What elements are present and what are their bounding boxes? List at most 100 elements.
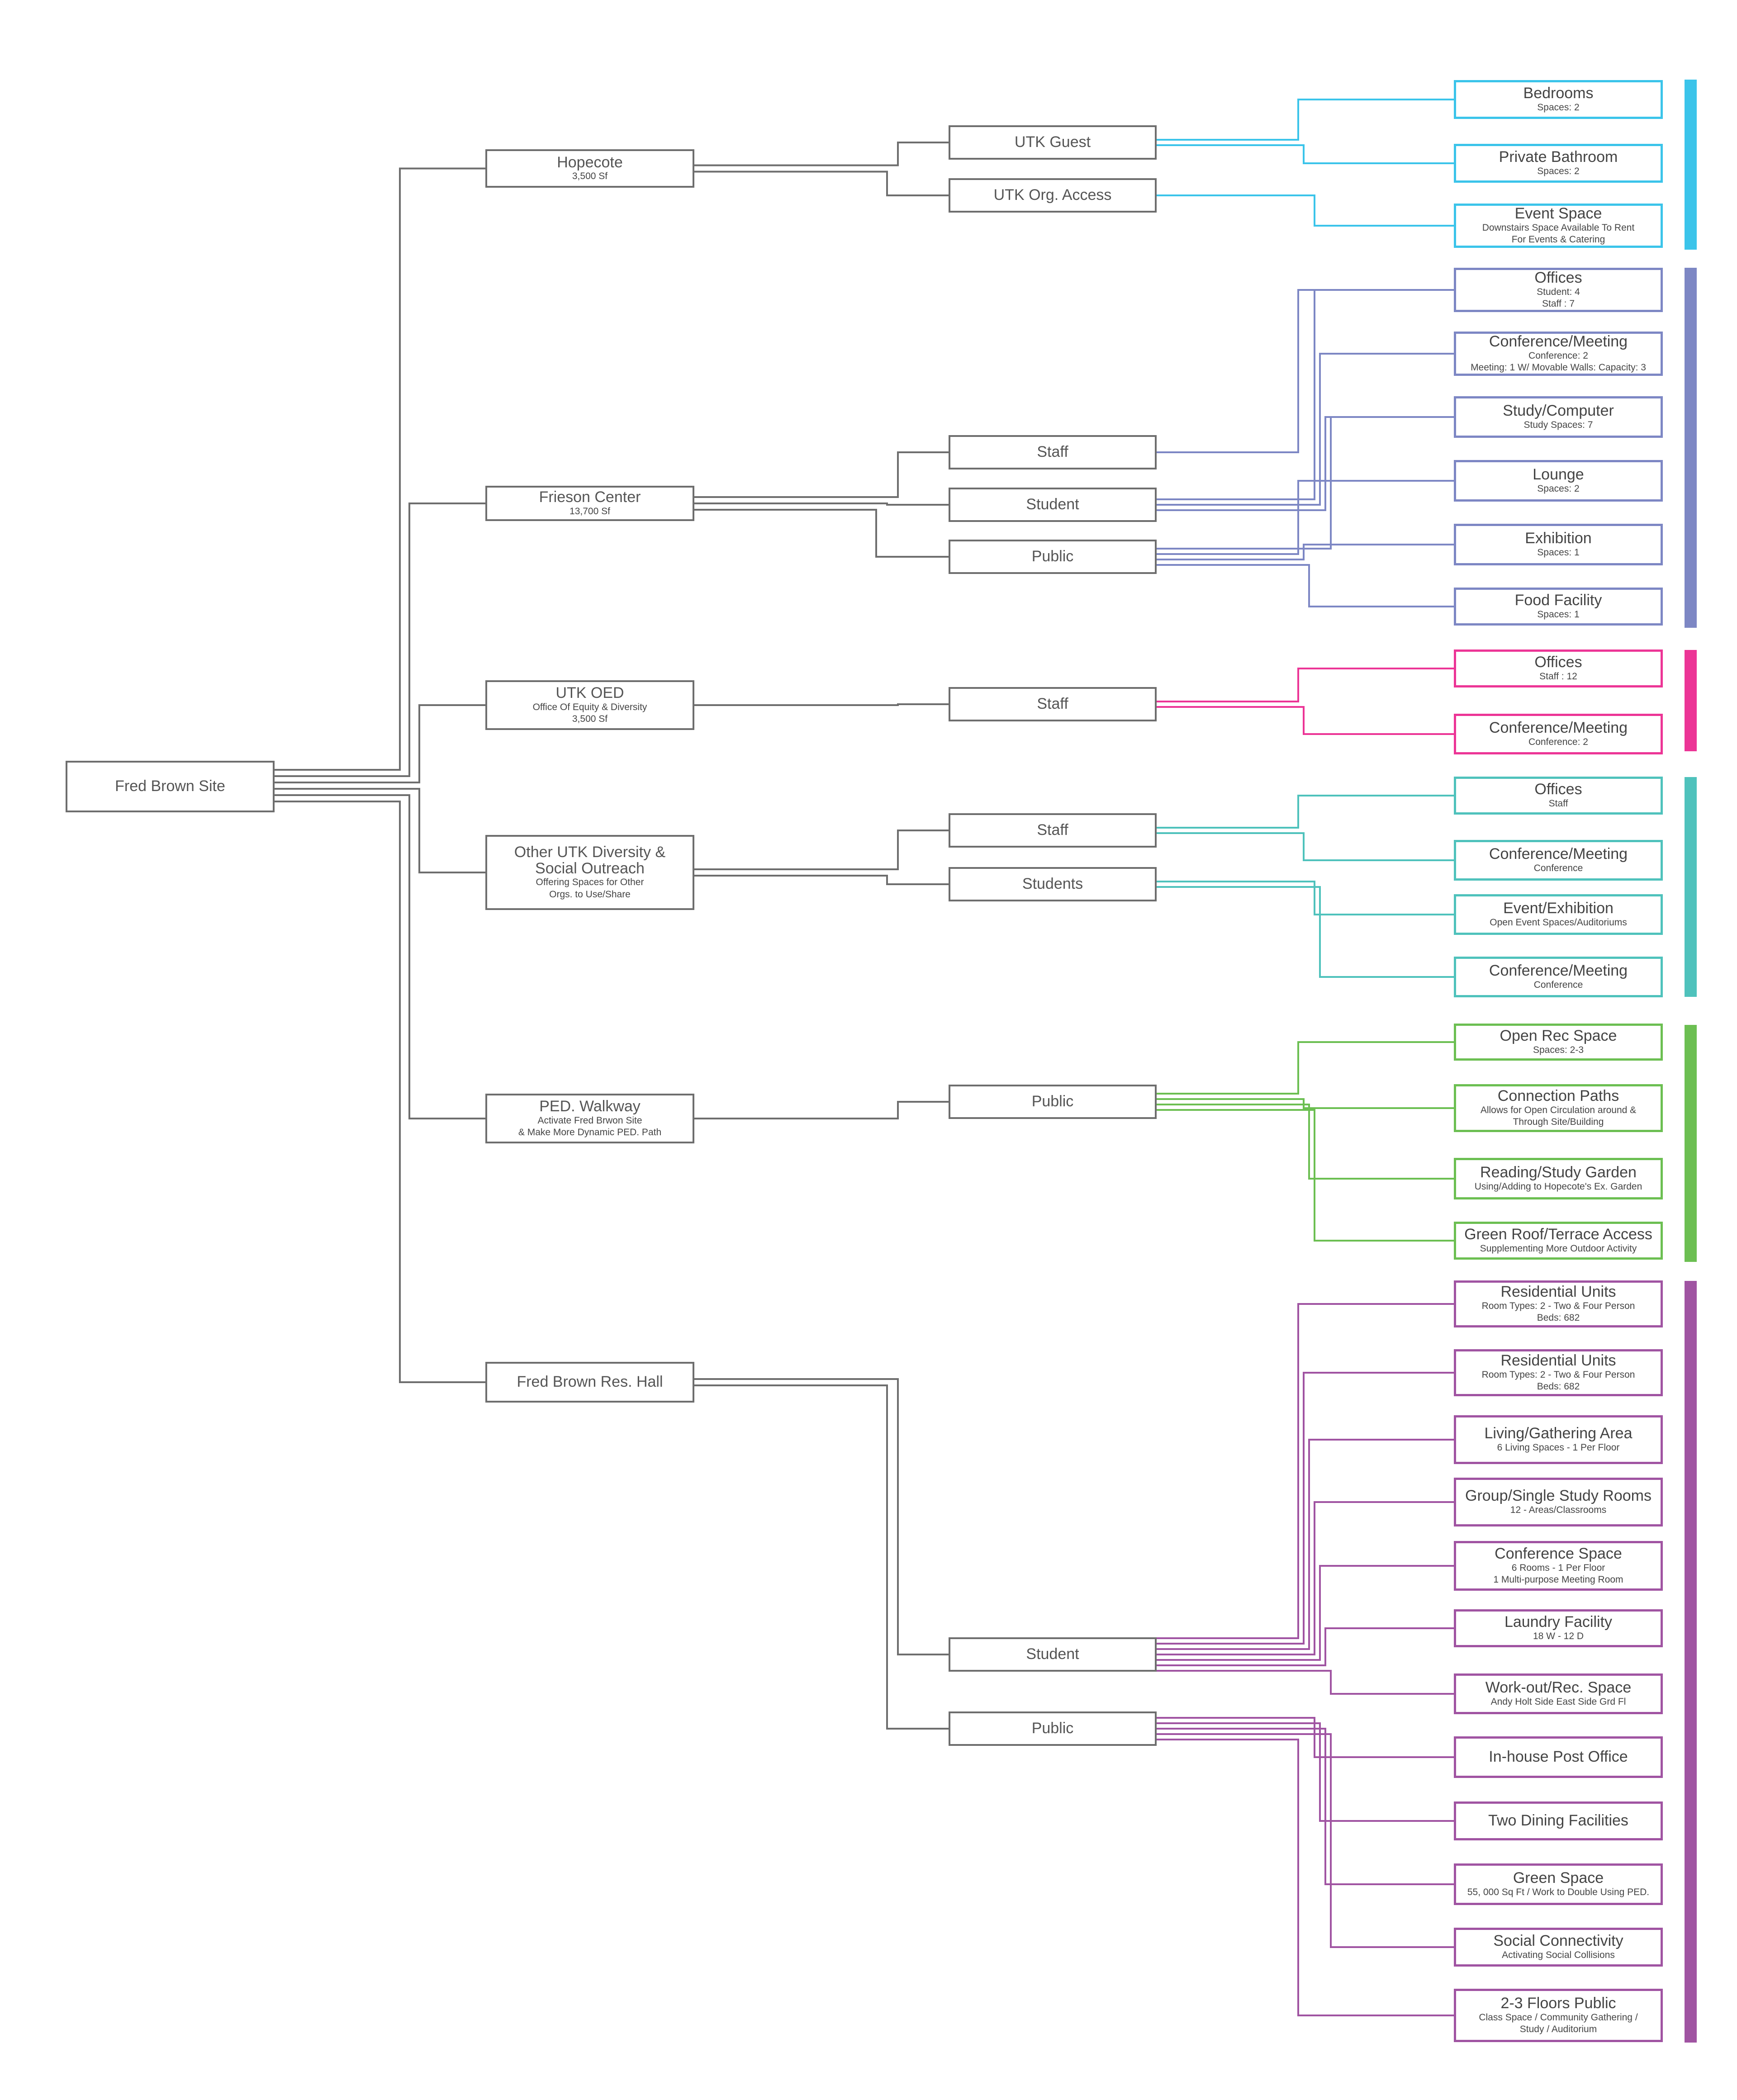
connector-leaf-reshall-1-7 [1157,1717,1454,1758]
node-title: Public [1031,1720,1074,1737]
node-title: Private Bathroom [1499,148,1618,166]
connector-leaf-reshall-0-0 [1157,1303,1454,1639]
connector-leaf-hopecote-0-1 [1157,144,1454,164]
connector-leaf-walkway-0-2 [1157,1104,1454,1180]
node-subtitle: Staff [1548,798,1568,809]
group-node-walkway-public: Public [949,1085,1157,1119]
node-subtitle: Spaces: 2 [1537,483,1580,494]
node-title: Living/Gathering Area [1484,1425,1633,1442]
node-title: Laundry Facility [1504,1613,1613,1631]
connector-leaf-reshall-0-2 [1157,1439,1454,1650]
node-title: Lounge [1533,466,1584,484]
node-subtitle: Office Of Equity & Diversity [532,702,647,712]
node-title: Staff [1037,821,1068,839]
node-title: 2-3 Floors Public [1500,1994,1616,2012]
group-node-outreach-staff: Staff [949,813,1157,848]
node-subtitle: Staff : 7 [1542,298,1575,309]
node-title: Green Roof/Terrace Access [1464,1226,1652,1243]
group-node-reshall-public: Public [949,1711,1157,1746]
connector-leaf-reshall-0-1 [1157,1372,1454,1645]
node-title: Group/Single Study Rooms [1465,1487,1652,1505]
connector-group-frieson-0 [694,451,949,498]
connector-leaf-reshall-1-8 [1157,1722,1454,1822]
node-title: Event Space [1514,204,1602,222]
node-subtitle: 3,500 Sf [572,713,608,724]
node-title: Residential Units [1500,1351,1616,1369]
node-subtitle: Spaces: 2-3 [1533,1044,1584,1055]
color-bar-outreach [1685,777,1697,997]
node-title: Conference/Meeting [1489,962,1628,980]
node-title: Offices [1534,781,1582,798]
node-title: UTK Guest [1014,133,1091,151]
node-subtitle: Study Spaces: 7 [1523,419,1593,430]
color-bar-walkway [1685,1025,1697,1262]
node-subtitle: Orgs. to Use/Share [549,889,631,900]
color-bar-reshall [1685,1281,1697,2043]
node-subtitle: Beds: 682 [1537,1381,1580,1392]
node-title: Social Connectivity [1493,1932,1623,1950]
node-subtitle: Activate Fred Brwon Site [537,1115,642,1126]
node-title: Offices [1534,654,1582,671]
node-subtitle: Spaces: 2 [1537,166,1580,176]
node-subtitle: Spaces: 2 [1537,102,1580,113]
node-title: Two Dining Facilities [1488,1812,1628,1830]
node-title: Study/Computer [1503,402,1614,420]
group-node-reshall-student: Student [949,1637,1157,1672]
node-title: Public [1031,548,1074,565]
node-title: Food Facility [1514,592,1602,609]
node-title: Conference/Meeting [1489,845,1628,863]
node-title: UTK OED [555,684,624,702]
connector-leaf-reshall-0-6 [1157,1670,1454,1695]
connector-leaf-frieson-1-1 [1157,353,1454,506]
connector-leaf-frieson-2-3 [1157,480,1454,555]
node-subtitle: Spaces: 1 [1537,547,1580,558]
connector-leaf-walkway-0-0 [1157,1041,1454,1095]
node-subtitle: Staff : 12 [1539,671,1577,682]
node-title: Fred Brown Site [115,777,225,795]
leaf-node-reshall-8: Two Dining Facilities [1454,1801,1663,1840]
group-node-frieson-student: Student [949,488,1157,522]
connector-leaf-oed-0-0 [1157,668,1454,702]
connector-leaf-reshall-0-4 [1157,1565,1454,1661]
group-node-frieson-staff: Staff [949,435,1157,469]
node-title: Work-out/Rec. Space [1485,1679,1632,1697]
connector-root-reshall [275,801,485,1383]
connector-leaf-frieson-1-2 [1157,416,1454,511]
node-subtitle: Room Types: 2 - Two & Four Person [1481,1369,1635,1380]
connector-leaf-walkway-0-3 [1157,1109,1454,1242]
connector-root-walkway [275,794,485,1119]
node-subtitle: Supplementing More Outdoor Activity [1480,1243,1637,1254]
node-title: Event/Exhibition [1503,900,1614,917]
node-subtitle: Conference [1533,979,1583,990]
node-subtitle: 12 - Areas/Classrooms [1510,1504,1607,1515]
node-title: PED. Walkway [539,1097,641,1115]
node-title: Bedrooms [1523,85,1594,102]
node-title: Conference/Meeting [1489,719,1628,737]
group-node-oed-staff: Staff [949,687,1157,721]
node-subtitle: 13,700 Sf [570,506,610,517]
node-subtitle: Student: 4 [1537,286,1580,297]
node-title: Students [1022,875,1083,893]
